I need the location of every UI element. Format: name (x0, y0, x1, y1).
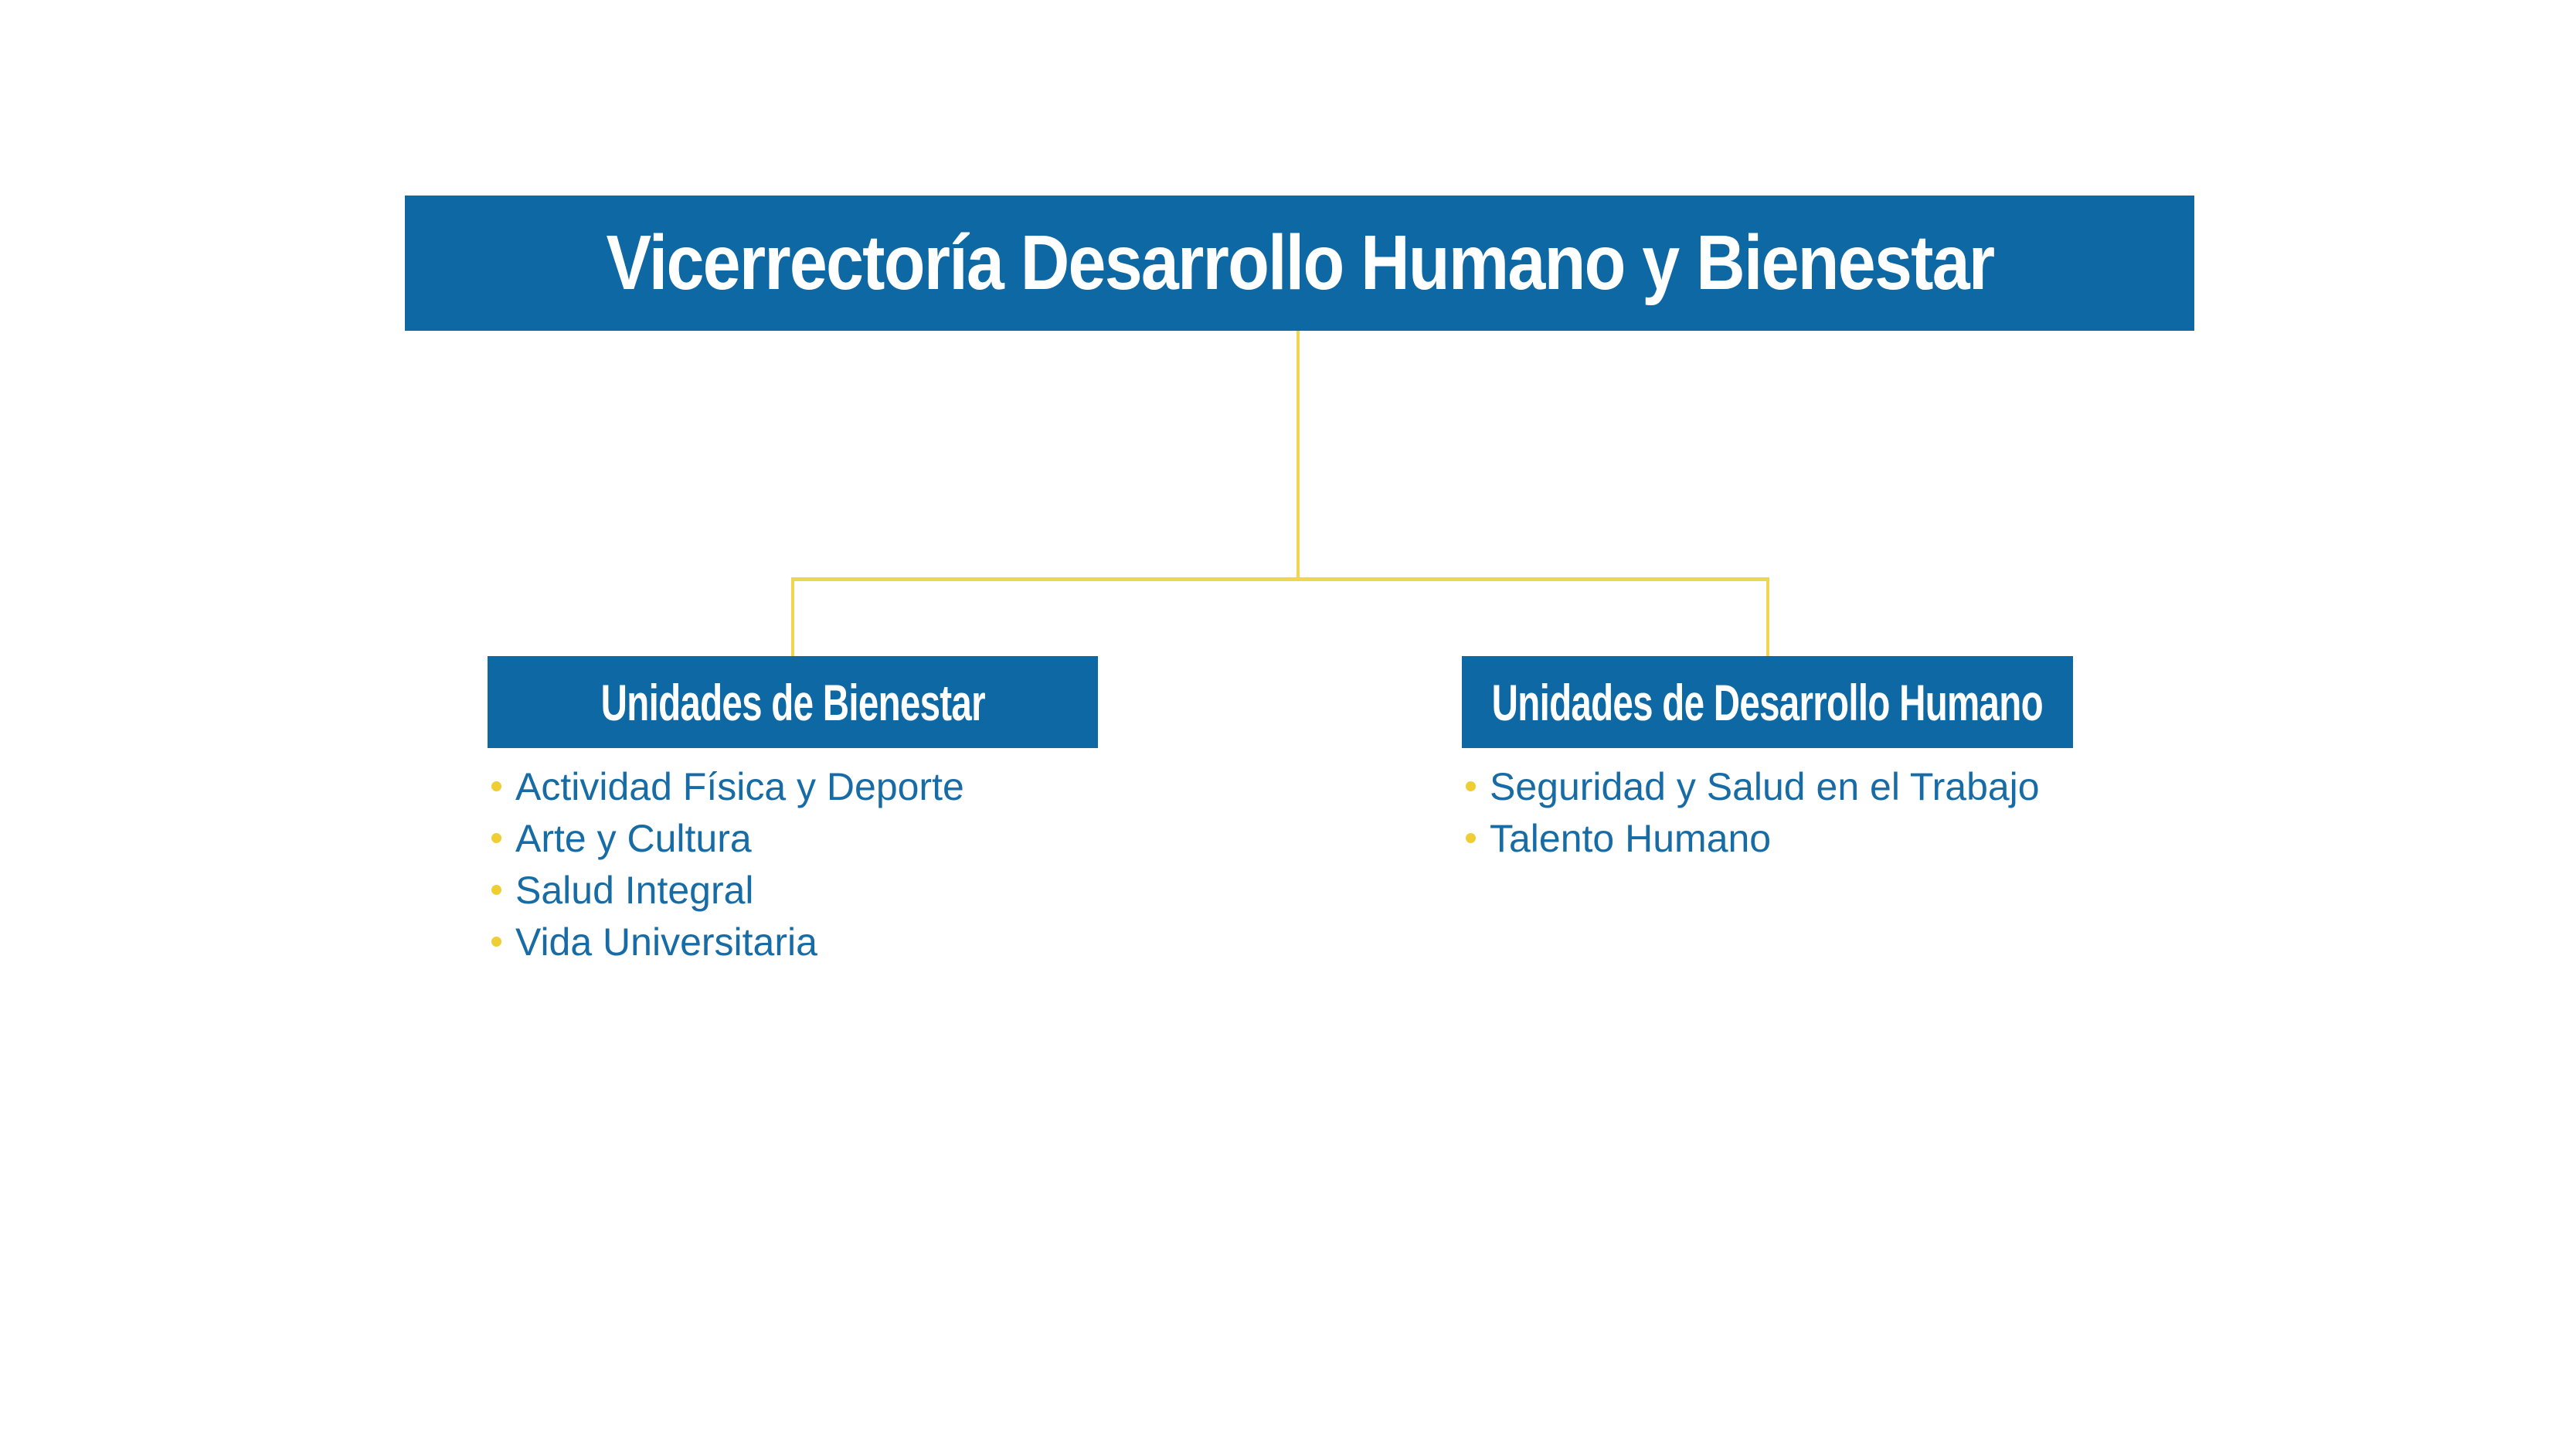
bullet-dot-icon (491, 937, 501, 947)
branch-node-desarrollo-humano: Unidades de Desarrollo Humano (1462, 656, 2073, 748)
list-item: Salud Integral (488, 864, 964, 916)
unit-item-label: Arte y Cultura (515, 816, 752, 860)
unit-item-label: Actividad Física y Deporte (515, 764, 964, 808)
root-node: Vicerrectoría Desarrollo Humano y Bienes… (405, 196, 2194, 331)
unit-item-label: Salud Integral (515, 868, 754, 912)
connector-crossbar-line (791, 577, 1769, 581)
list-item: Vida Universitaria (488, 916, 964, 968)
bullet-dot-icon (1466, 833, 1476, 843)
connector-trunk-line (1296, 331, 1300, 579)
unit-item-label: Seguridad y Salud en el Trabajo (1490, 764, 2040, 808)
branch-node-bienestar-label: Unidades de Bienestar (600, 673, 985, 731)
list-item: Actividad Física y Deporte (488, 760, 964, 812)
bullet-dot-icon (1466, 781, 1476, 791)
list-item: Talento Humano (1462, 812, 2040, 864)
bullet-dot-icon (491, 833, 501, 843)
connector-drop-right-line (1766, 577, 1769, 656)
branch-node-bienestar: Unidades de Bienestar (488, 656, 1098, 748)
unit-item-label: Vida Universitaria (515, 920, 817, 964)
bullet-dot-icon (491, 781, 501, 791)
unit-item-label: Talento Humano (1490, 816, 1772, 860)
root-node-label: Vicerrectoría Desarrollo Humano y Bienes… (606, 219, 1995, 306)
bienestar-unit-list: Actividad Física y Deporte Arte y Cultur… (488, 760, 964, 968)
desarrollo-humano-unit-list: Seguridad y Salud en el Trabajo Talento … (1462, 760, 2040, 864)
branch-node-desarrollo-humano-label: Unidades de Desarrollo Humano (1491, 673, 2044, 731)
connector-drop-left-line (791, 577, 794, 656)
list-item: Seguridad y Salud en el Trabajo (1462, 760, 2040, 812)
list-item: Arte y Cultura (488, 812, 964, 864)
bullet-dot-icon (491, 885, 501, 895)
